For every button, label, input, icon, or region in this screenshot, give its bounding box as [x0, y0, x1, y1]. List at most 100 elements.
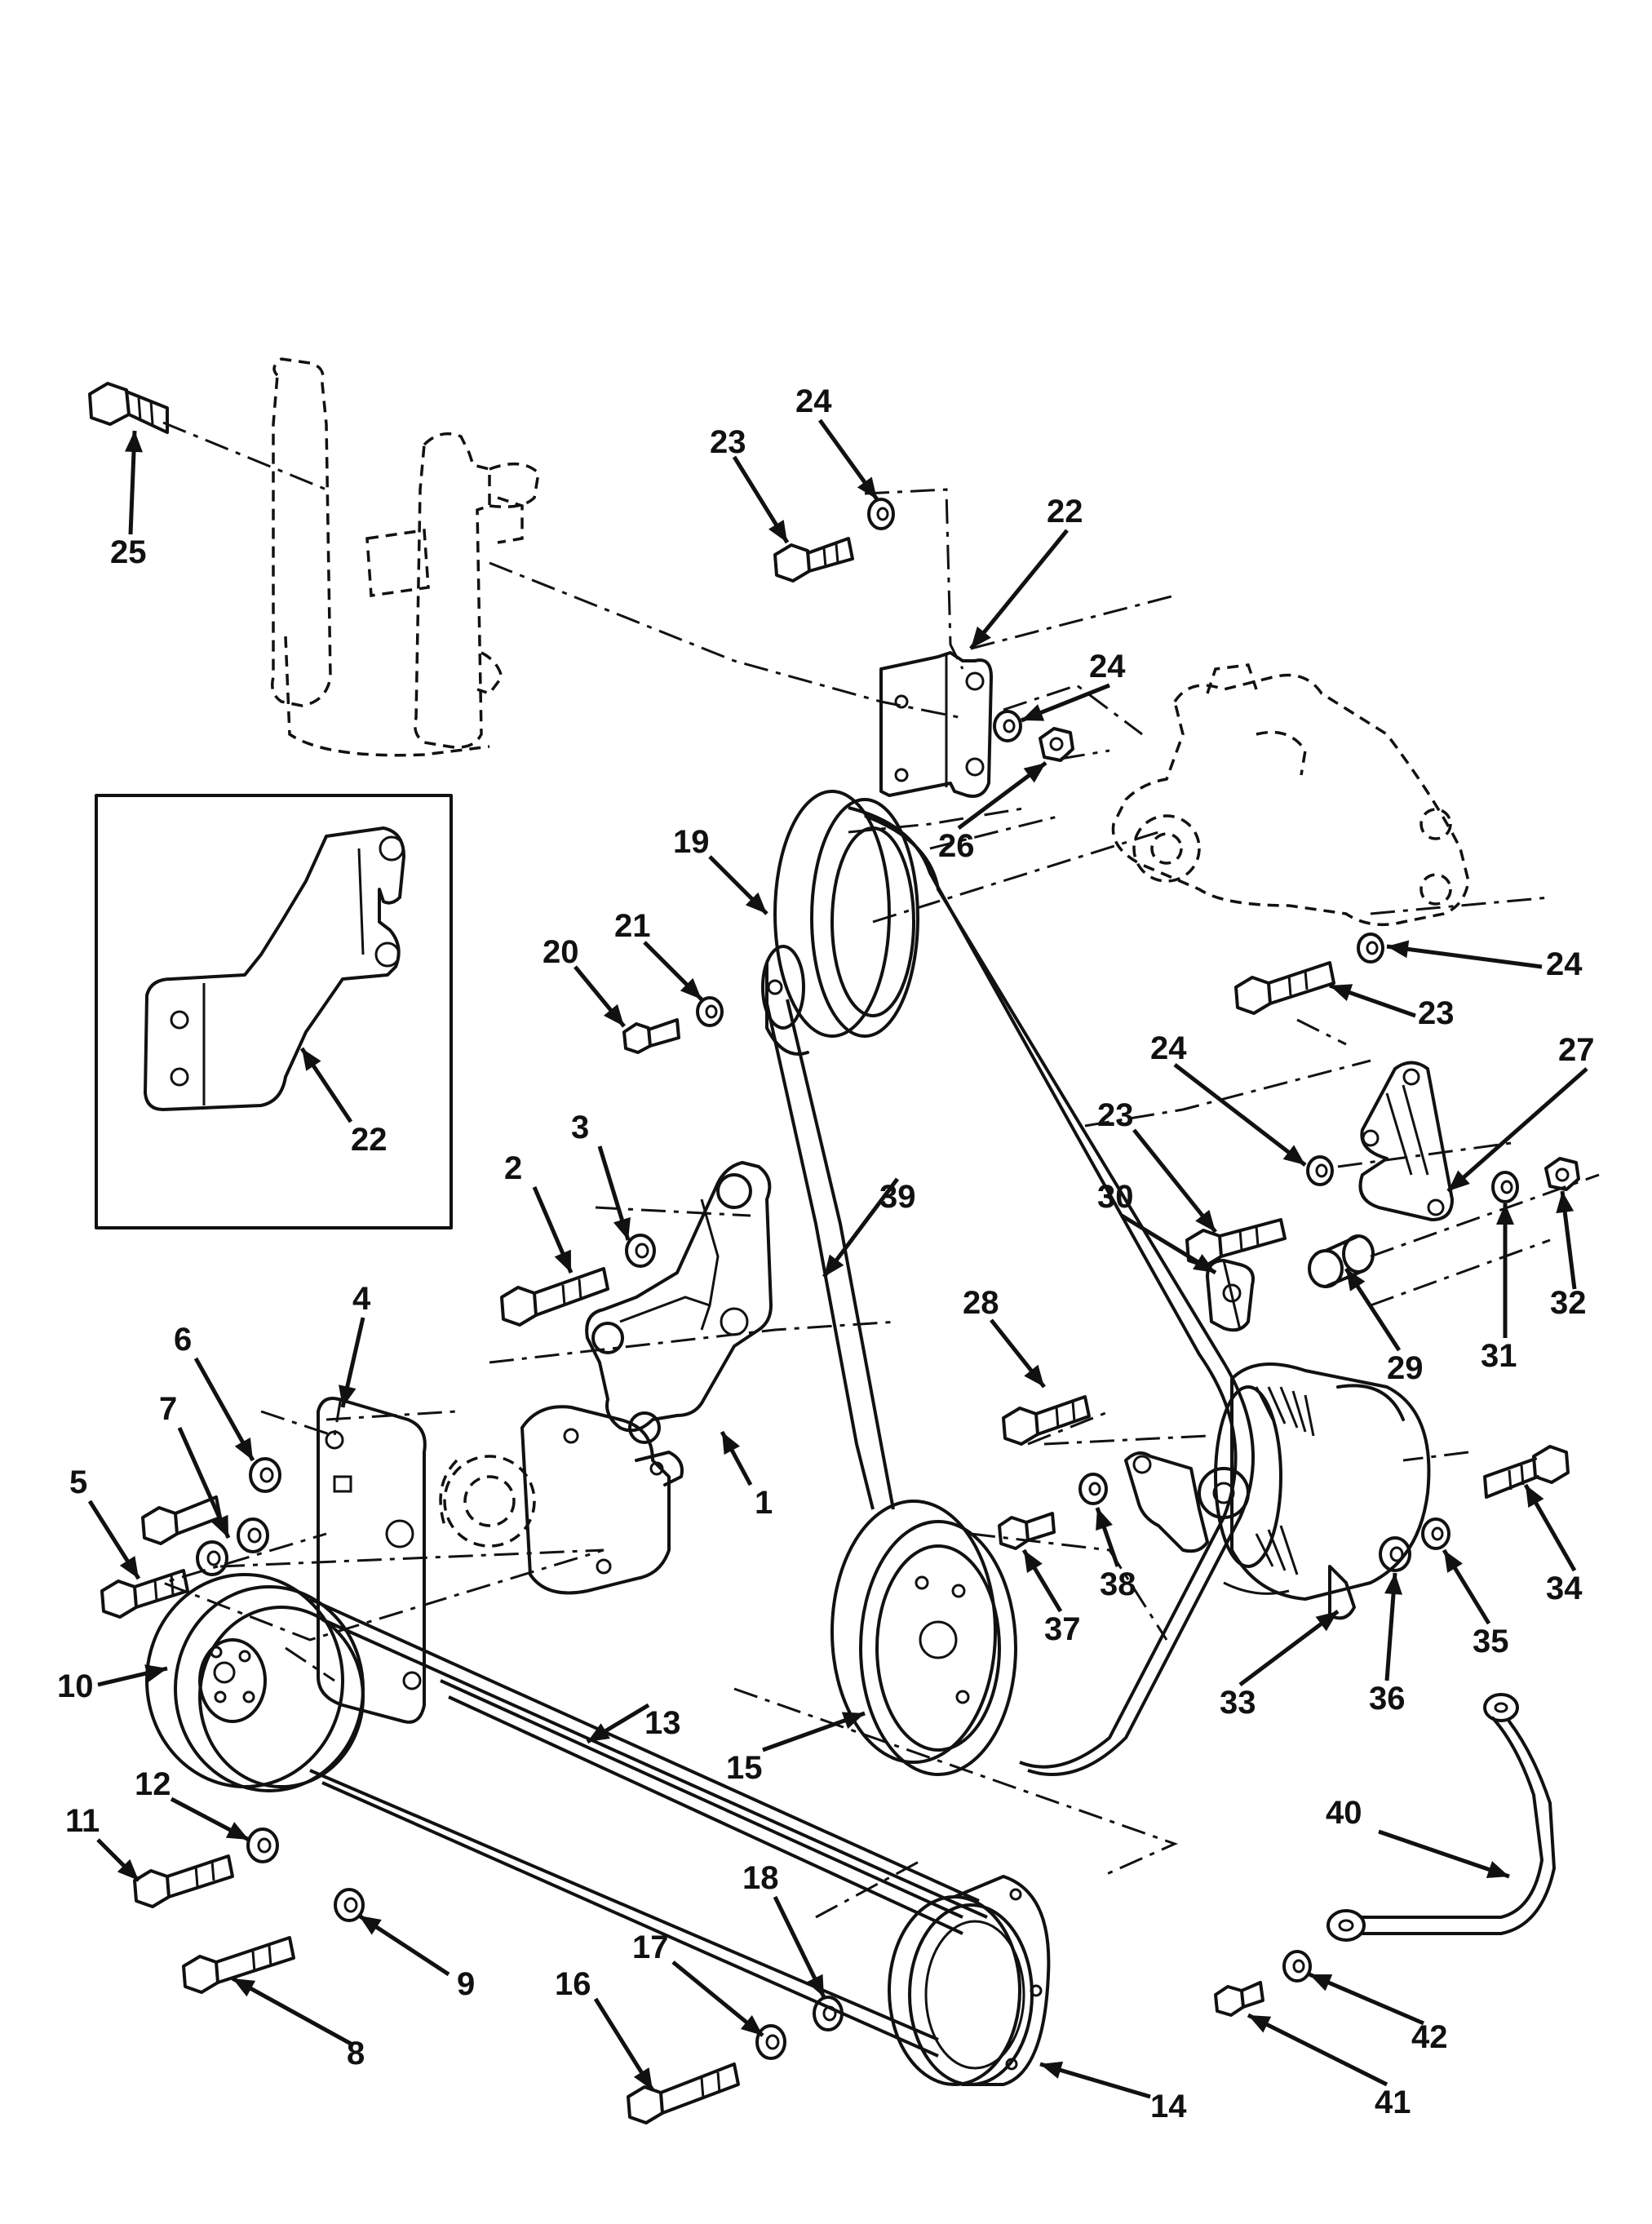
inset-box [95, 794, 453, 1229]
callout-16: 16 [555, 1966, 591, 2002]
callout-22: 22 [1047, 494, 1083, 529]
arrowhead-13 [587, 1723, 610, 1742]
callout-8: 8 [347, 2036, 365, 2071]
arrowhead-24m [1282, 1145, 1305, 1165]
callout-23: 23 [710, 424, 746, 460]
callout-5: 5 [69, 1464, 87, 1500]
arrowhead-24b [1021, 704, 1045, 721]
arrowhead-23m [1195, 1209, 1216, 1232]
arrowhead-4 [339, 1384, 357, 1407]
arrowhead-38 [1096, 1508, 1113, 1531]
bolt-8 [182, 1936, 295, 1994]
callout-33: 33 [1220, 1685, 1256, 1721]
arrowhead-25 [124, 431, 143, 453]
callout-9: 9 [457, 1966, 475, 2002]
callout-37: 37 [1044, 1611, 1081, 1647]
bolt-41 [1214, 1981, 1264, 2017]
arrowhead-20 [603, 1003, 624, 1026]
washer-7-upper [237, 1517, 269, 1553]
nut-26 [1039, 727, 1074, 762]
arrowhead-23r [1330, 984, 1353, 1002]
arrowhead-30 [1193, 1254, 1216, 1273]
belt-13 [309, 1597, 988, 2058]
bolt-37 [998, 1512, 1056, 1550]
washer-24-bracket [993, 710, 1022, 742]
alternator [1198, 1362, 1431, 1620]
leader-arrow-24m [1173, 1063, 1307, 1167]
arrowhead-17 [740, 2015, 763, 2036]
pulley-15 [830, 1500, 1017, 1776]
bolt-23-right [1234, 961, 1335, 1015]
leader-arrow-24r [1386, 944, 1543, 969]
washer-3 [625, 1234, 656, 1268]
callout-3: 3 [571, 1110, 589, 1145]
bracket-1 [585, 1161, 773, 1444]
callout-27: 27 [1558, 1032, 1595, 1068]
callout-10: 10 [57, 1668, 94, 1704]
callout-31: 31 [1481, 1338, 1517, 1374]
water-pump-housing-ghost [1111, 663, 1470, 927]
arrowhead-35 [1444, 1550, 1463, 1573]
callout-4: 4 [352, 1281, 371, 1317]
ground-strap-40 [1326, 1693, 1556, 1942]
callout-20: 20 [543, 934, 579, 970]
arrowhead-22i [302, 1048, 321, 1071]
arrowhead-5 [119, 1556, 139, 1579]
washer-36 [1379, 1536, 1411, 1572]
arrowhead-6 [234, 1437, 253, 1460]
callout-34: 34 [1546, 1571, 1583, 1606]
arrowhead-42 [1309, 1974, 1333, 1991]
arrowhead-9 [359, 1916, 382, 1935]
arrowhead-16 [633, 2067, 653, 2090]
washer-35 [1421, 1517, 1450, 1550]
callout-26: 26 [938, 828, 975, 864]
callout-38: 38 [1100, 1566, 1136, 1602]
bolt-25 [88, 382, 169, 434]
arrowhead-12 [225, 1822, 249, 1840]
washer-24-upper [867, 498, 895, 530]
arrowhead-10 [144, 1664, 167, 1682]
callout-42: 42 [1411, 2019, 1448, 2055]
arrowhead-34 [1526, 1485, 1544, 1509]
callout-21: 21 [614, 908, 651, 944]
spacer-29 [1308, 1234, 1375, 1288]
arrowhead-11 [117, 1859, 139, 1881]
bolt-2 [500, 1267, 609, 1327]
bracket-22-inset [144, 826, 405, 1111]
leader-arrow-22 [969, 529, 1069, 650]
callout-7: 7 [159, 1391, 177, 1427]
arrowhead-2 [554, 1249, 571, 1273]
arrowhead-37 [1024, 1550, 1043, 1573]
washer-18 [813, 1996, 844, 2031]
bracket-22 [879, 651, 993, 798]
bolt-23-upper [773, 537, 854, 583]
leader-arrow-27 [1446, 1067, 1588, 1193]
callout-24-bracket: 24 [1089, 649, 1126, 684]
leader-arrow-40 [1378, 1829, 1510, 1879]
callout-32: 32 [1550, 1285, 1587, 1321]
washer-6 [249, 1457, 281, 1493]
callout-14: 14 [1150, 2089, 1187, 2124]
pulley-10 [145, 1573, 365, 1792]
callout-22-inset: 22 [351, 1122, 388, 1158]
arrowhead-19 [745, 892, 767, 914]
callout-35: 35 [1473, 1624, 1509, 1659]
callout-23-right: 23 [1418, 995, 1455, 1031]
callout-36: 36 [1369, 1681, 1406, 1717]
washer-21 [696, 996, 724, 1027]
arrowhead-21 [680, 977, 702, 999]
arrowhead-41 [1248, 2015, 1272, 2033]
plate-4 [317, 1397, 427, 1724]
arrowhead-18 [806, 1974, 824, 1997]
callout-41: 41 [1375, 2084, 1411, 2120]
pulley-14 [888, 1875, 1051, 2086]
bolt-5 [100, 1569, 189, 1619]
callout-19: 19 [673, 824, 710, 860]
bracket-27 [1358, 1061, 1454, 1221]
callout-18: 18 [742, 1860, 779, 1896]
callout-25: 25 [110, 534, 147, 570]
washer-24-right [1357, 933, 1384, 964]
arrowhead-28 [1024, 1364, 1044, 1387]
arrowhead-36 [1384, 1573, 1403, 1595]
